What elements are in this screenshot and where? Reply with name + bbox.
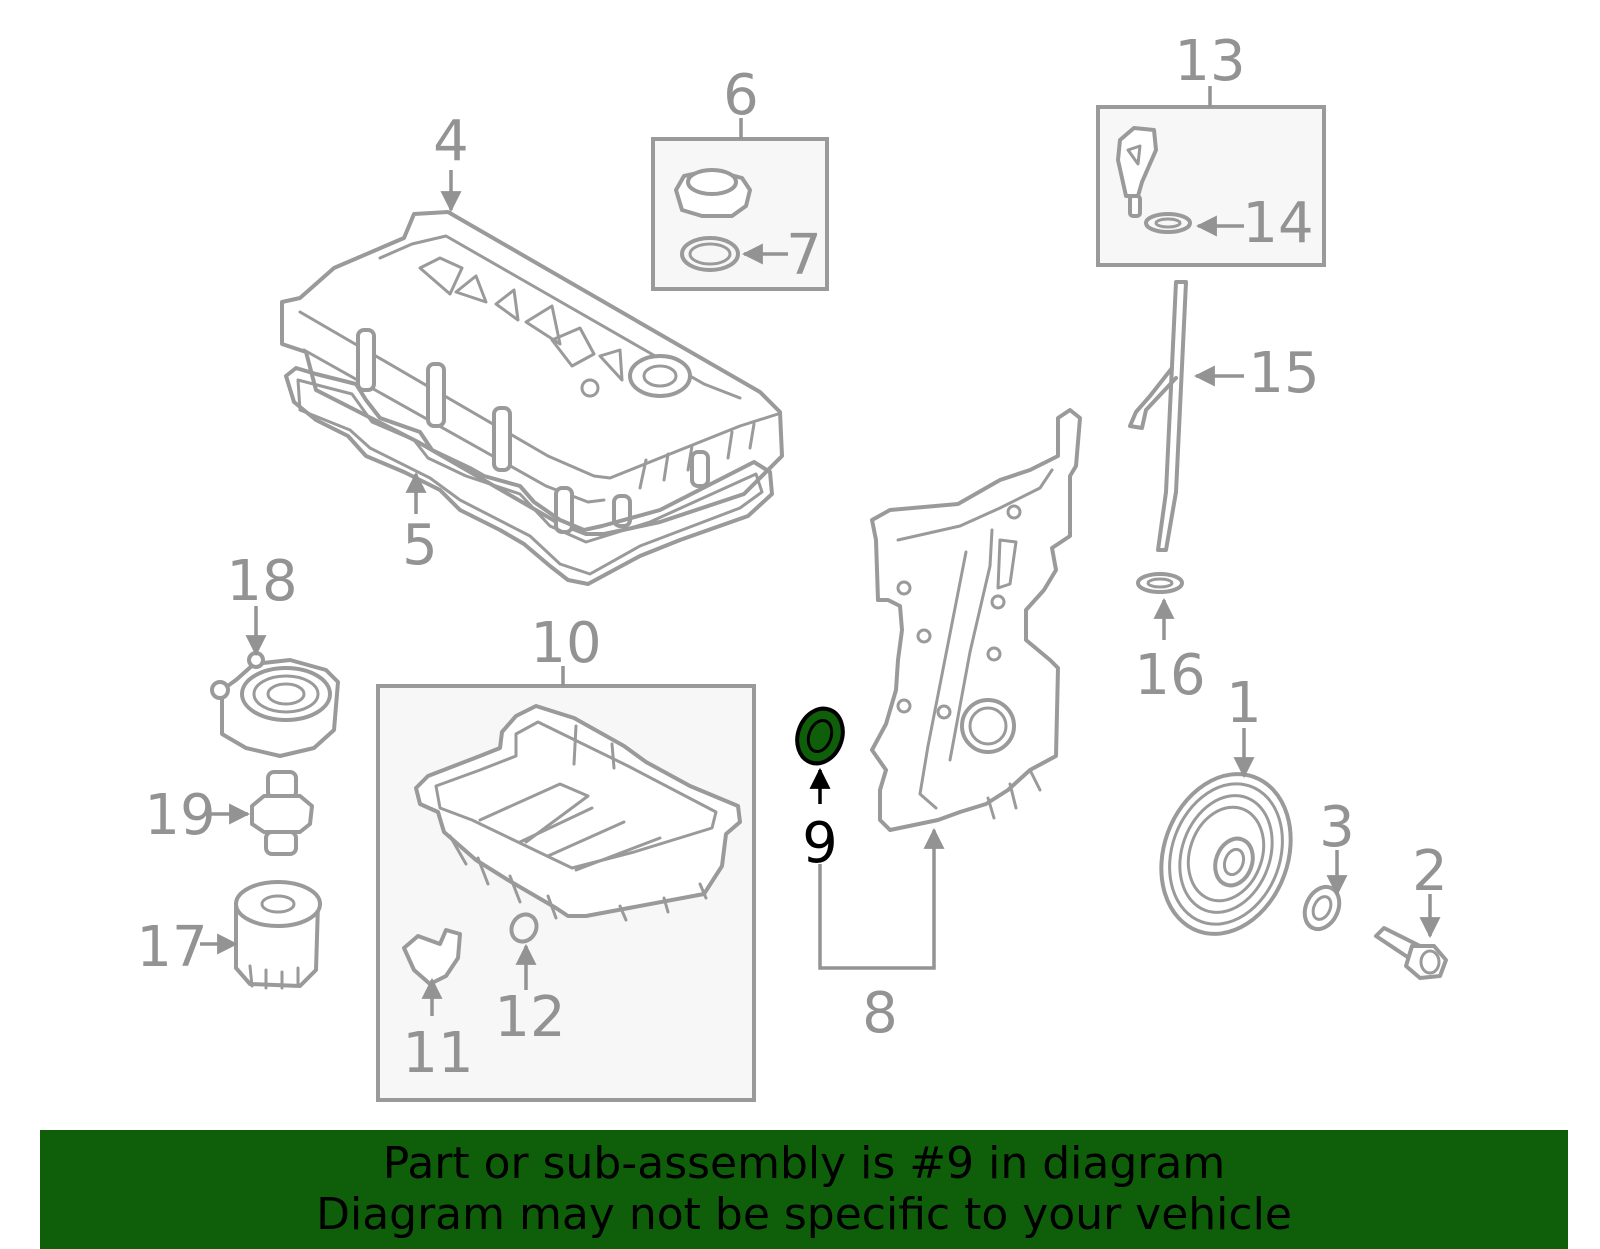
parts-diagram: 1 2 3 4 5 6 7 8 9 10 11 12 13 14 15 16 1… <box>136 29 1448 1102</box>
callout-3: 3 <box>1319 795 1355 860</box>
part-9-front-crank-seal[interactable] <box>790 702 850 770</box>
callout-4: 4 <box>433 109 469 174</box>
part-17-oil-filter[interactable] <box>234 880 322 990</box>
callout-14: 14 <box>1242 191 1313 256</box>
banner-line-part: Part or sub-assembly is #9 in diagram <box>382 1138 1226 1189</box>
callout-5: 5 <box>402 513 438 578</box>
part-13-dipstick-handle[interactable] <box>1116 126 1158 218</box>
callout-6: 6 <box>723 63 759 128</box>
callout-1: 1 <box>1226 671 1262 736</box>
callout-2: 2 <box>1412 839 1448 904</box>
callout-9: 9 <box>802 811 838 876</box>
group-box-6 <box>651 137 829 291</box>
part-16-seal[interactable] <box>1136 572 1184 594</box>
part-15-dipstick-tube[interactable] <box>1128 280 1188 552</box>
part-1-crankshaft-pulley[interactable] <box>1140 756 1313 953</box>
part-14-o-ring[interactable] <box>1144 212 1192 234</box>
callout-17: 17 <box>136 915 207 980</box>
callout-11: 11 <box>402 1021 473 1086</box>
callout-8: 8 <box>862 981 898 1046</box>
callout-10: 10 <box>530 611 601 676</box>
leader-lines <box>200 86 1441 1016</box>
part-6-oil-filler-cap[interactable] <box>674 168 752 218</box>
callout-13: 13 <box>1174 29 1245 94</box>
part-5-gasket[interactable] <box>284 366 774 586</box>
banner-line-disclaimer: Diagram may not be specific to your vehi… <box>316 1189 1292 1240</box>
part-18-oil-cooler[interactable] <box>210 651 340 758</box>
part-8-timing-cover[interactable] <box>870 408 1082 832</box>
part-11-oil-level-sensor[interactable] <box>402 928 462 986</box>
part-2-bolt[interactable] <box>1374 926 1448 980</box>
callout-15: 15 <box>1248 341 1319 406</box>
part-4-valve-cover[interactable] <box>280 210 784 536</box>
part-7-o-ring[interactable] <box>680 236 740 272</box>
part-12-seal-ring[interactable] <box>507 910 542 946</box>
info-banner: Part or sub-assembly is #9 in diagram Di… <box>40 1130 1568 1249</box>
callout-7: 7 <box>786 223 822 288</box>
part-10-oil-pan[interactable] <box>414 704 742 922</box>
callout-19: 19 <box>144 783 215 848</box>
callout-18: 18 <box>226 549 297 614</box>
part-19-filter-connector[interactable] <box>250 770 314 856</box>
callouts: 1 2 3 4 5 6 7 8 9 10 11 12 13 14 15 16 1… <box>136 29 1447 1086</box>
callout-12: 12 <box>494 985 565 1050</box>
callout-16: 16 <box>1134 643 1205 708</box>
